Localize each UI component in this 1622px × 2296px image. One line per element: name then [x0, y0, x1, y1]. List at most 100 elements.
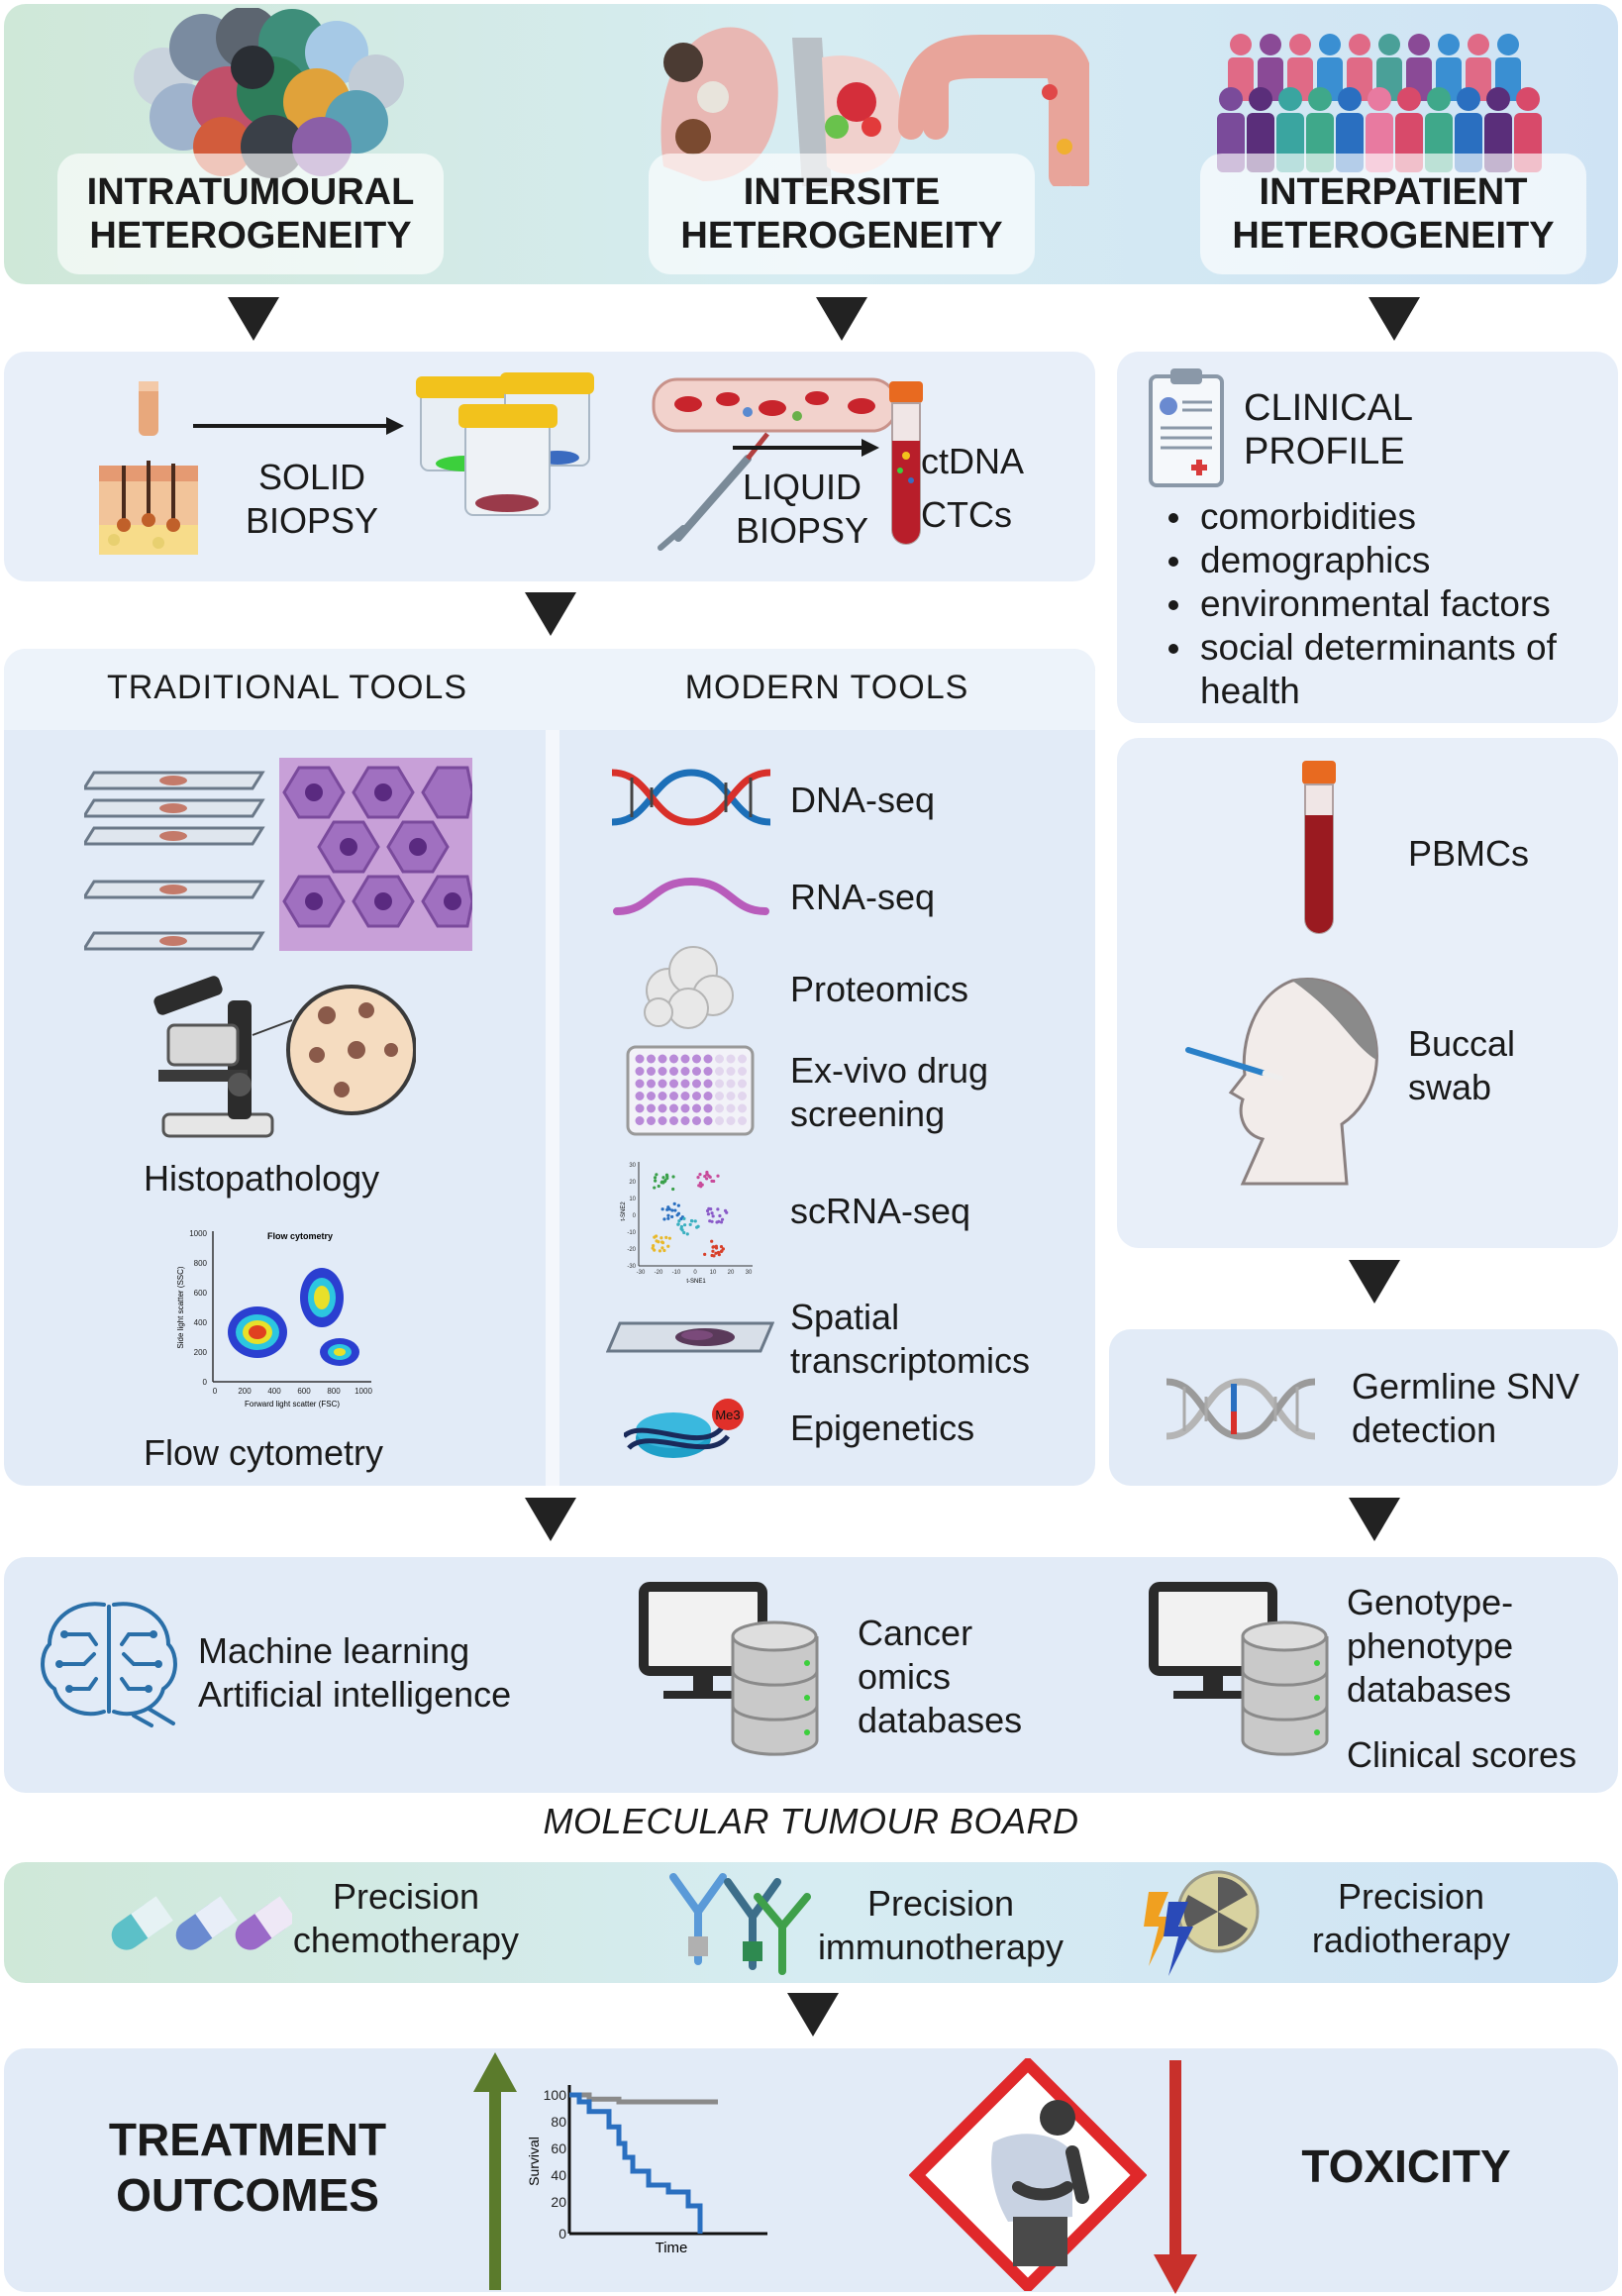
treatment-line2: OUTCOMES	[116, 2169, 379, 2221]
cancer-line1: Cancer	[858, 1613, 973, 1653]
flow-xtick: 0	[213, 1387, 218, 1396]
tsne-point	[700, 1183, 704, 1187]
liquid-biopsy-label: LIQUID BIOPSY	[728, 466, 876, 553]
blood-tube-illustration	[889, 381, 923, 545]
glass-slides-illustration	[84, 771, 265, 951]
immuno-line1: Precision	[866, 1883, 1015, 1924]
solid-label-line2: BIOPSY	[245, 500, 379, 541]
interpatient-label-line2: HETEROGENEITY	[1232, 215, 1555, 257]
plate-well	[647, 1116, 656, 1125]
liquid-biopsy-arrow	[733, 439, 879, 457]
ex-vivo-line1: Ex-vivo drug	[790, 1050, 989, 1091]
me3-label: Me3	[715, 1408, 740, 1422]
tsne-point	[695, 1225, 699, 1229]
flow-cytometry-label: Flow cytometry	[144, 1432, 384, 1473]
plate-well	[635, 1103, 645, 1113]
protein-icon	[644, 946, 734, 1029]
precision-chemo-label: Precision chemotherapy	[282, 1875, 530, 1962]
intratumoural-label-line1: INTRATUMOURAL	[86, 171, 415, 213]
tsne-point	[658, 1249, 662, 1253]
tsne-point	[721, 1247, 725, 1251]
proteomics-label: Proteomics	[790, 969, 969, 1009]
interpatient-heterogeneity-box: INTERPATIENT HETEROGENEITY	[1200, 154, 1586, 274]
solid-biopsy-arrow	[193, 417, 404, 435]
plate-well	[726, 1054, 736, 1064]
tsne-point	[723, 1208, 728, 1212]
tsne-point	[712, 1254, 716, 1258]
tsne-ytick: 10	[629, 1197, 636, 1202]
plate-well	[715, 1067, 724, 1076]
tsne-point	[666, 1244, 670, 1248]
tsne-point	[693, 1219, 697, 1223]
plate-well	[658, 1103, 667, 1113]
clinical-item: social determinants of health	[1159, 626, 1614, 713]
chemo-line1: Precision	[332, 1876, 480, 1917]
plate-well	[692, 1092, 701, 1100]
tsne-point	[719, 1249, 724, 1254]
km-ytick: 60	[551, 2140, 566, 2156]
plate-well	[703, 1092, 713, 1100]
tsne-point	[676, 1203, 680, 1207]
flow-xtick: 200	[238, 1387, 252, 1396]
intratumoural-heterogeneity-box: INTRATUMOURAL HETEROGENEITY	[57, 154, 444, 274]
tsne-point	[696, 1175, 700, 1180]
tsne-point	[676, 1222, 680, 1226]
radiation-icon	[1144, 1870, 1260, 1976]
cancer-line3: databases	[858, 1700, 1023, 1740]
cancer-database-icon	[639, 1582, 819, 1756]
germline-sample-panel	[1117, 738, 1618, 1248]
plate-well	[692, 1103, 701, 1113]
immuno-line2: immunotherapy	[817, 1927, 1064, 1967]
ai-brain-icon	[41, 1602, 177, 1727]
tsne-point	[661, 1176, 665, 1180]
plate-well	[738, 1054, 747, 1064]
tsne-point	[667, 1207, 671, 1211]
flow-xtick: 400	[267, 1387, 281, 1396]
plate-well	[680, 1067, 690, 1076]
tsne-point	[708, 1175, 712, 1180]
buccal-line1: Buccal	[1408, 1023, 1516, 1064]
traditional-tools-header: TRADITIONAL TOOLS	[106, 669, 467, 706]
plate-well	[635, 1054, 645, 1064]
plate-well	[635, 1067, 645, 1076]
km-ylabel: Survival	[526, 2137, 542, 2186]
tsne-point	[717, 1219, 721, 1223]
plate-well	[658, 1079, 667, 1089]
skin-tissue-illustration	[99, 381, 198, 555]
plate-well	[680, 1079, 690, 1089]
intratumoural-label-line2: HETEROGENEITY	[89, 215, 412, 257]
tsne-point	[659, 1181, 663, 1185]
geno-line1: Genotype-	[1347, 1582, 1514, 1622]
km-xlabel: Time	[656, 2240, 688, 2256]
plate-well	[703, 1103, 713, 1113]
plate-well	[669, 1079, 678, 1089]
tsne-ytick: 0	[633, 1213, 637, 1219]
flow-ytick: 600	[194, 1289, 208, 1298]
down-arrow-precision	[787, 1993, 839, 2036]
tsne-point	[670, 1208, 674, 1212]
plate-well	[692, 1054, 701, 1064]
km-ytick: 0	[558, 2226, 566, 2242]
tsne-point	[688, 1222, 692, 1226]
pbmc-tube-illustration	[1302, 761, 1336, 934]
germline-snv-panel	[1109, 1329, 1618, 1486]
pbmcs-label: PBMCs	[1408, 833, 1530, 874]
buccal-line2: swab	[1408, 1067, 1492, 1107]
plate-well	[715, 1116, 724, 1125]
plate-well	[715, 1054, 724, 1064]
plate-well	[680, 1054, 690, 1064]
tsne-point	[707, 1206, 711, 1210]
intersite-label-line1: INTERSITE	[743, 171, 941, 213]
tsne-point	[711, 1249, 715, 1253]
treatment-outcomes-label: TREATMENT OUTCOMES	[59, 2112, 436, 2223]
spatial-slide-icon	[606, 1321, 774, 1353]
plate-well	[703, 1067, 713, 1076]
tsne-ytick: -20	[627, 1247, 636, 1253]
plate-well	[658, 1092, 667, 1100]
clinical-title-line1: CLINICAL	[1244, 387, 1414, 429]
tsne-point	[665, 1207, 669, 1211]
tsne-point	[711, 1245, 715, 1249]
tissue-histology-illustration	[279, 758, 472, 951]
cancer-omics-label: Cancer omics databases	[858, 1612, 1022, 1742]
tsne-ytick: -30	[627, 1264, 636, 1270]
